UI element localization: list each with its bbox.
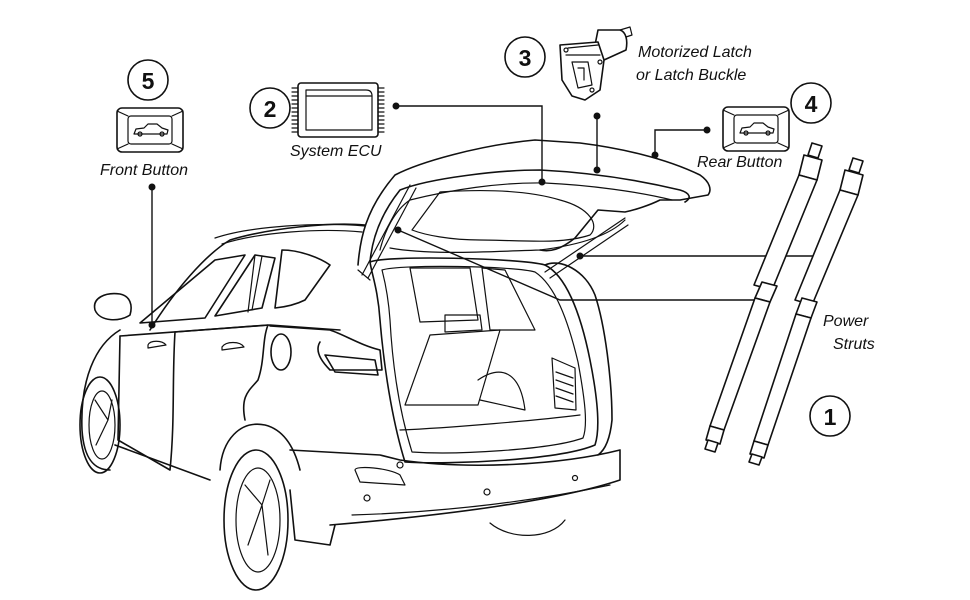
rear-door-handle	[221, 341, 245, 351]
window-pillar	[247, 254, 263, 313]
installed-strut-left	[357, 184, 417, 281]
parking-sensor	[571, 474, 579, 482]
badge-3-number: 3	[519, 45, 532, 71]
cargo-opening-inner	[381, 265, 587, 454]
side-mirror	[93, 292, 132, 321]
power-struts-label-line2: Struts	[833, 336, 875, 353]
leader-ecu	[396, 105, 543, 182]
leader-dot	[593, 166, 601, 174]
rear-wheel-rim	[235, 467, 281, 573]
badge-1: 1	[809, 395, 851, 437]
front-wheel-tire	[79, 376, 121, 474]
roof-rail	[214, 223, 366, 245]
rear-door-window	[214, 254, 276, 317]
power-struts-icon	[704, 142, 864, 466]
badge-1-number: 1	[824, 404, 837, 430]
liftgate-lower-edge	[389, 219, 626, 253]
liftgate	[357, 139, 711, 281]
leader-dot	[593, 112, 601, 120]
power-struts-label-line1: Power	[823, 313, 869, 330]
latch-label-line2: or Latch Buckle	[636, 67, 746, 84]
leader-dot	[148, 321, 156, 329]
bumper-lower-lip	[351, 484, 611, 516]
badge-4-number: 4	[805, 91, 818, 117]
vent-slats	[555, 371, 574, 403]
installed-strut-right	[544, 217, 629, 279]
motorized-latch-icon	[559, 26, 633, 101]
cargo-opening-outer	[369, 257, 599, 464]
front-door-window	[139, 254, 246, 324]
leader-strut-left	[397, 229, 762, 301]
rear-seat-back	[409, 267, 479, 323]
rear-button-icon	[722, 106, 790, 152]
leader-dot	[651, 151, 659, 159]
rear-button-label: Rear Button	[697, 154, 782, 171]
rocker-panel	[114, 444, 211, 481]
car-glyph	[739, 122, 775, 134]
front-button-label: Front Button	[100, 162, 188, 179]
leader-dot	[538, 178, 546, 186]
rear-reflector	[354, 466, 406, 486]
rear-wheel-spokes	[244, 479, 271, 556]
rear-wheel-tire	[223, 449, 289, 591]
liftgate-glass-frame	[369, 169, 690, 263]
cargo-side-vent	[551, 357, 577, 411]
badge-3: 3	[504, 36, 546, 78]
leader-dot	[392, 102, 400, 110]
parking-sensor	[363, 494, 371, 502]
cargo-floor-edge	[399, 414, 581, 431]
car-glyph	[133, 123, 169, 135]
fuel-door	[270, 333, 292, 371]
d-pillar	[544, 262, 613, 456]
rear-bumper	[289, 449, 621, 526]
badge-4: 4	[790, 82, 832, 124]
badge-5-number: 5	[142, 68, 155, 94]
leader-rear-button	[654, 129, 707, 155]
taillight	[324, 354, 379, 376]
leader-dot	[703, 126, 711, 134]
front-door-handle	[147, 340, 167, 349]
badge-5: 5	[127, 59, 169, 101]
leader-dot	[148, 183, 156, 191]
front-wheel-spokes	[94, 399, 113, 446]
suv-illustration	[79, 223, 621, 591]
mud-flap	[289, 489, 336, 546]
folded-seat	[404, 329, 501, 406]
liftgate-inner-trim	[379, 182, 673, 251]
leader-dot	[394, 226, 402, 234]
front-button-icon	[116, 107, 184, 153]
parking-sensor	[483, 488, 491, 496]
strut-right	[748, 157, 864, 466]
front-door	[117, 331, 176, 471]
system-ecu-label: System ECU	[290, 143, 382, 160]
rear-quarter-panel	[269, 325, 383, 371]
latch-label-line1: Motorized Latch	[638, 44, 752, 61]
badge-2-number: 2	[264, 96, 277, 122]
strut-left	[704, 142, 823, 453]
front-wheel-rim	[88, 390, 116, 460]
ecu-module-icon	[291, 82, 385, 138]
leader-dot	[576, 252, 584, 260]
quarter-window	[274, 249, 331, 309]
liftgate-outer	[357, 139, 711, 266]
liftgate-window	[411, 189, 595, 242]
seat-headrest	[444, 314, 483, 333]
front-fender	[81, 329, 121, 471]
parking-sensor	[396, 461, 404, 469]
badge-2: 2	[249, 87, 291, 129]
rear-door	[174, 324, 269, 421]
spare-tire-underside	[489, 519, 566, 536]
cargo-side-panel	[481, 267, 536, 331]
rear-wheel-arch	[219, 423, 301, 471]
wheel-well-cover	[477, 371, 526, 411]
